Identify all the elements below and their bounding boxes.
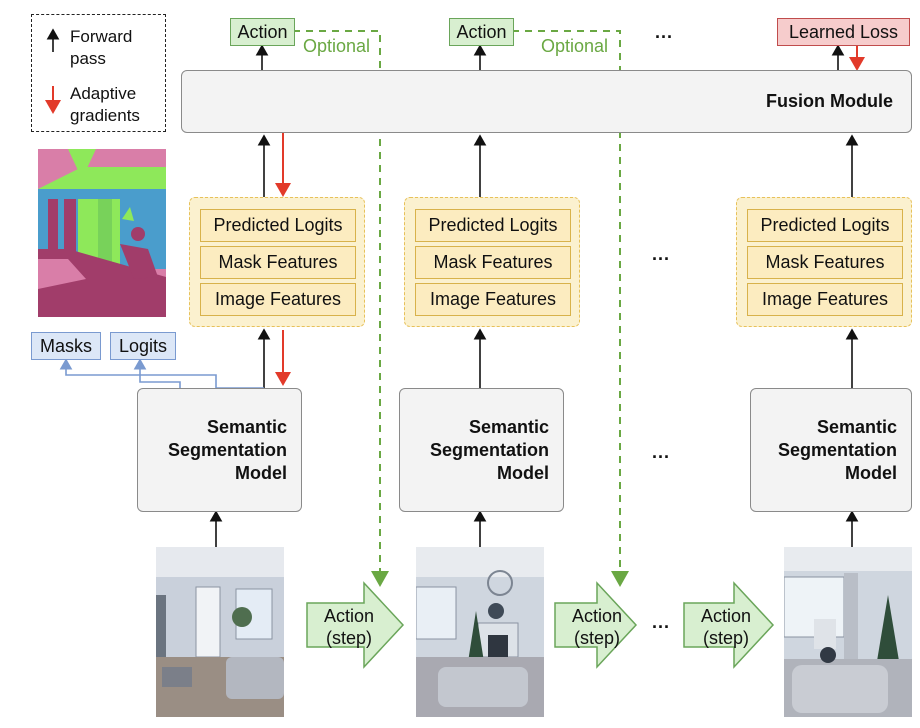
segmentation-model-2: Semantic Segmentation Model (399, 388, 564, 512)
step-arrow-1: Action (step) (309, 605, 389, 649)
optional-label-2: Optional (541, 36, 609, 56)
fusion-module-label: Fusion Module (766, 91, 893, 111)
learned-loss-box: Learned Loss (777, 18, 910, 46)
optional-path-2 (512, 30, 629, 587)
model-label-2-line1: Semantic (468, 417, 549, 437)
predicted-logits-2: Predicted Logits (415, 209, 571, 242)
mask-features-2: Mask Features (415, 246, 571, 279)
step-arrow-shape-1 (306, 581, 405, 669)
model-label-2-line3: Model (497, 463, 549, 483)
model-label-1-line2: Segmentation (167, 440, 287, 460)
optional-path-1 (293, 30, 389, 587)
legend-box (31, 14, 166, 132)
fusion-module: Fusion Module (181, 70, 912, 133)
step-arrow-3-line2: (step) (702, 628, 749, 648)
model-label-3: Semantic Segmentation Model (778, 416, 897, 485)
model-label-3-line2: Segmentation (777, 440, 897, 460)
step-arrow-2: Action (step) (557, 605, 637, 649)
image-features-2: Image Features (415, 283, 571, 316)
legend-forward-text: Forward pass (70, 26, 132, 70)
legend-forward-line2: pass (70, 49, 106, 68)
model-label-1-line3: Model (235, 463, 287, 483)
model-label-2-line2: Segmentation (429, 440, 549, 460)
room-photo-1 (156, 547, 284, 717)
segmentation-map-image (38, 149, 166, 317)
ellipsis-features: ... (652, 244, 671, 264)
feature-group-2: Predicted Logits Mask Features Image Fea… (404, 197, 580, 327)
model-label-2: Semantic Segmentation Model (430, 416, 549, 485)
segmentation-model-3: Semantic Segmentation Model (750, 388, 912, 512)
room-photo-3 (784, 547, 912, 717)
segmentation-model-1: Semantic Segmentation Model (137, 388, 302, 512)
model-label-3-line1: Semantic (816, 417, 897, 437)
model-label-1-line1: Semantic (206, 417, 287, 437)
ellipsis-top: ... (655, 22, 674, 42)
action-box-2: Action (449, 18, 514, 46)
step-arrow-1-line1: Action (323, 606, 375, 626)
legend-adaptive-text: Adaptive gradients (70, 83, 140, 127)
logits-box: Logits (110, 332, 176, 360)
image-features-1: Image Features (200, 283, 356, 316)
step-arrow-2-line1: Action (571, 606, 623, 626)
step-arrow-2-line2: (step) (573, 628, 620, 648)
step-arrow-1-line2: (step) (325, 628, 372, 648)
ellipsis-steps: ... (652, 612, 671, 632)
feature-group-1: Predicted Logits Mask Features Image Fea… (189, 197, 365, 327)
model-label-3-line3: Model (845, 463, 897, 483)
legend-adaptive-line1: Adaptive (70, 84, 137, 103)
predicted-logits-3: Predicted Logits (747, 209, 903, 242)
step-arrow-3-line1: Action (700, 606, 752, 626)
step-arrow-shape-2 (554, 581, 638, 669)
step-arrow-3: Action (step) (686, 605, 766, 649)
masks-box: Masks (31, 332, 101, 360)
legend-adaptive-line2: gradients (70, 106, 140, 125)
mask-features-3: Mask Features (747, 246, 903, 279)
action-box-1: Action (230, 18, 295, 46)
room-photo-2 (416, 547, 544, 717)
optional-label-1: Optional (303, 36, 371, 56)
step-arrow-shape-3 (683, 581, 775, 669)
feature-group-3: Predicted Logits Mask Features Image Fea… (736, 197, 912, 327)
ellipsis-models: ... (652, 442, 671, 462)
model-to-masks-connector (59, 358, 264, 389)
model-label-1: Semantic Segmentation Model (168, 416, 287, 485)
model-to-logits-connector (133, 358, 181, 388)
legend-forward-line1: Forward (70, 27, 133, 46)
predicted-logits-1: Predicted Logits (200, 209, 356, 242)
mask-features-1: Mask Features (200, 246, 356, 279)
image-features-3: Image Features (747, 283, 903, 316)
